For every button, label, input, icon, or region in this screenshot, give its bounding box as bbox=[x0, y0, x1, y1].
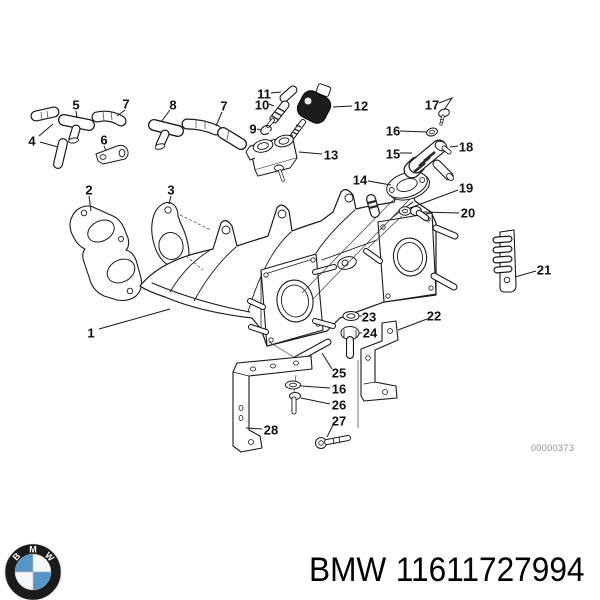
part-callout-12: 12 bbox=[354, 99, 368, 114]
part-callout-19: 19 bbox=[459, 181, 473, 196]
part-callout-26: 26 bbox=[332, 398, 346, 413]
part-callout-20: 20 bbox=[461, 206, 475, 221]
part-callout-7: 7 bbox=[122, 97, 129, 112]
fitting-18 bbox=[434, 140, 452, 155]
intake-manifold-body bbox=[139, 184, 459, 347]
part-callout-5: 5 bbox=[72, 98, 79, 113]
manifold-studs bbox=[247, 224, 459, 335]
fasteners bbox=[285, 311, 360, 449]
part-callout-14: 14 bbox=[353, 173, 368, 188]
gasket-3 bbox=[151, 201, 190, 268]
fitting-20 bbox=[410, 206, 430, 222]
part-number: 11611727994 bbox=[395, 551, 585, 589]
washer-16-lower bbox=[285, 380, 301, 390]
logo-letter-m: M bbox=[29, 545, 37, 555]
part-callout-4: 4 bbox=[28, 134, 36, 149]
part-callout-24: 24 bbox=[363, 326, 378, 341]
nut-16-upper bbox=[426, 127, 438, 137]
bracket-28 bbox=[232, 355, 313, 453]
bolt-24 bbox=[340, 326, 360, 359]
part-callout-28: 28 bbox=[264, 423, 278, 438]
part-callout-13: 13 bbox=[324, 148, 338, 163]
part-callout-16: 16 bbox=[386, 124, 400, 139]
thermo-valve-15 bbox=[403, 139, 454, 181]
bolt-26 bbox=[289, 392, 301, 415]
part-callout-6: 6 bbox=[100, 133, 107, 148]
flange-gasket-14 bbox=[386, 171, 431, 201]
part-callout-15: 15 bbox=[386, 147, 400, 162]
part-callout-27: 27 bbox=[332, 414, 346, 429]
part-callout-21: 21 bbox=[537, 263, 551, 278]
washer-23 bbox=[342, 311, 360, 321]
bolt-27 bbox=[315, 435, 351, 449]
part-callout-1: 1 bbox=[87, 326, 94, 341]
logo-letter-b: B bbox=[11, 551, 23, 563]
part-callout-11: 11 bbox=[257, 87, 271, 102]
clamp-6 bbox=[95, 144, 129, 165]
thermo-valve-assembly bbox=[386, 108, 454, 222]
part-callout-23: 23 bbox=[362, 310, 376, 325]
part-callout-18: 18 bbox=[459, 140, 473, 155]
bracket-22 bbox=[360, 320, 399, 402]
part-callout-16: 16 bbox=[332, 382, 346, 397]
part-callout-9: 9 bbox=[249, 122, 256, 137]
bmw-logo: B M W bbox=[4, 543, 62, 600]
screw-17 bbox=[438, 108, 450, 126]
brand-text: BMW bbox=[309, 551, 387, 589]
part-callout-22: 22 bbox=[427, 309, 441, 324]
part-callout-7: 7 bbox=[220, 99, 227, 114]
gasket-2 bbox=[69, 205, 142, 302]
bmw-logo-quadrants bbox=[14, 553, 52, 591]
part-callout-3: 3 bbox=[167, 183, 174, 198]
nut-19 bbox=[398, 206, 412, 216]
part-callout-10: 10 bbox=[255, 98, 269, 113]
holder-bracket-13 bbox=[245, 134, 298, 182]
injector-group bbox=[245, 83, 332, 182]
part-callout-17: 17 bbox=[425, 98, 439, 113]
part-callout-8: 8 bbox=[169, 98, 176, 113]
part-callout-2: 2 bbox=[85, 183, 92, 198]
hose-group bbox=[30, 106, 247, 169]
pin-25 bbox=[293, 338, 332, 363]
cable-holder-21 bbox=[492, 229, 517, 293]
part-callout-25: 25 bbox=[332, 366, 346, 381]
watermark-code: 00000373 bbox=[531, 443, 575, 453]
leader-lines bbox=[38, 91, 537, 438]
